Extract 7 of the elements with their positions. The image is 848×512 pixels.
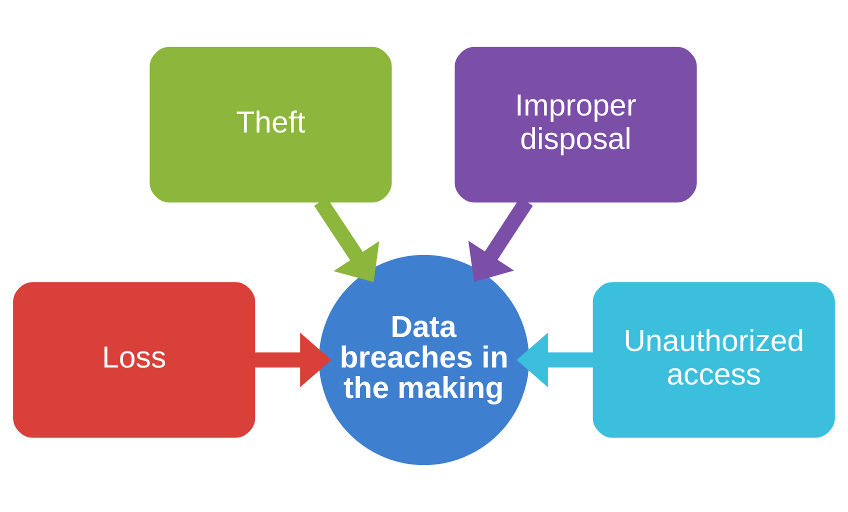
node-box: Loss (13, 282, 256, 438)
node-circle: Data breaches in the making (318, 254, 530, 466)
arrow (254, 332, 332, 388)
node-box: Unauthorized access (592, 282, 835, 438)
node-box: Theft (150, 46, 392, 202)
node-box: Improper disposal (454, 46, 697, 202)
arrow (516, 332, 594, 388)
